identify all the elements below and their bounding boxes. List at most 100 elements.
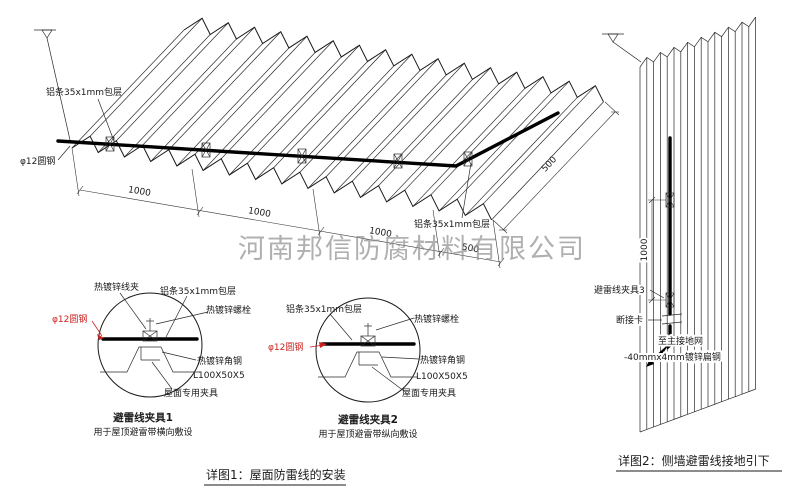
roof-dimension-side	[492, 101, 620, 234]
caption-detail1: 详图1：屋面防雷线的安装	[204, 467, 346, 486]
roof-front-edge	[71, 135, 492, 221]
caption-text: 详图1：屋面防雷线的安装	[206, 467, 346, 482]
bolt-label: 热镀锌螺栓	[414, 313, 459, 325]
dim-label: 1000	[640, 238, 650, 261]
ridge-line	[229, 56, 342, 176]
wall-corrugated-sheet	[639, 16, 756, 433]
bolt-label: 热镀锌螺栓	[206, 304, 251, 316]
clamp-label: 热镀锌线夹	[94, 281, 139, 293]
alu-strip-label: 铝条35x1mm包层	[160, 285, 236, 297]
red-arrow-icon	[319, 342, 327, 348]
ridge-line	[124, 38, 237, 158]
wire-clamp	[393, 153, 403, 169]
ridge-line	[378, 67, 491, 186]
roof-corrugated-sheet	[71, 17, 604, 221]
roof-clamp-label: 屋面专用夹具	[402, 387, 456, 399]
ridge-line	[404, 71, 517, 191]
clamp3-label: 避雷线夹具3	[594, 284, 645, 296]
ridge-line	[333, 74, 447, 194]
ridge-line	[465, 97, 578, 216]
ridge-line	[273, 49, 386, 168]
wire-clamp	[297, 148, 307, 164]
roof-dimension-chain	[71, 147, 505, 269]
dim-label: 500	[461, 243, 480, 256]
wire-clamp	[105, 136, 115, 152]
detail2-title: 避雷线夹具2	[337, 413, 398, 426]
wire-clamp	[105, 136, 115, 152]
angle-steel-label: 热镀锌角钢	[420, 354, 465, 366]
round-steel-label: φ12圆钢	[52, 313, 87, 325]
watermark: 河南邦信防腐材料有限公司	[238, 234, 586, 265]
caption-detail2: 详图2：侧墙避雷线接地引下	[616, 453, 782, 472]
wire-clamp	[665, 292, 675, 308]
ridge-line	[220, 40, 334, 159]
ridge-line	[281, 65, 395, 185]
ridge-line	[386, 83, 499, 203]
ridge-line	[142, 26, 255, 146]
ridge-line	[168, 31, 282, 150]
wall-top-edge	[639, 16, 756, 68]
detail1-subtitle: 用于屋顶避雷带横向敷设	[93, 426, 192, 438]
wire-clamp	[393, 153, 403, 169]
detail-circle-1: 热镀锌线夹 铝条35x1mm包层 热镀锌螺栓 φ12圆钢 热镀锌角钢 L100X…	[52, 281, 251, 438]
elevation-mark-icon	[602, 33, 642, 63]
ridge-line	[299, 53, 413, 173]
wire-clamp	[665, 192, 675, 208]
ridge-line	[176, 47, 290, 167]
dim-label: 500	[540, 155, 559, 175]
detail1-title: 避雷线夹具1	[112, 411, 173, 424]
alu-strip-label: 铝条35x1mm包层	[414, 218, 490, 230]
ridge-line	[430, 76, 544, 195]
ridge-line	[491, 101, 604, 221]
ridge-line	[194, 35, 308, 155]
to-ground-label: 至主接地网	[658, 335, 703, 347]
caption-text: 详图2：侧墙避雷线接地引下	[618, 453, 770, 468]
ridge-line	[71, 29, 185, 149]
angle-steel-label: 热镀锌角钢	[197, 355, 242, 367]
wire-clamp	[463, 151, 473, 167]
ridge-line	[255, 61, 368, 180]
flat-steel-label: -40mmx4mm镀锌扁钢	[624, 351, 721, 363]
dim-label: 1000	[368, 226, 393, 240]
wire-clamp	[201, 142, 211, 158]
ridge-line	[307, 70, 421, 189]
elevation-mark-icon	[34, 29, 71, 141]
wire-clamp	[463, 151, 473, 167]
ridge-line	[89, 18, 203, 137]
red-arrow-icon	[97, 334, 104, 340]
ridge-line	[483, 85, 596, 204]
detail2-subtitle: 用于屋顶避雷带纵向敷设	[318, 428, 417, 440]
ridge-line	[97, 34, 211, 153]
arrow-down-icon	[646, 359, 654, 367]
ridge-line	[325, 58, 439, 177]
angle-steel-spec: L100X50X5	[193, 371, 245, 381]
angle-steel-spec: L100X50X5	[416, 372, 468, 382]
detail-circle-2: 铝条35x1mm包层 热镀锌螺栓 φ12圆钢 热镀锌角钢 L100X50X5 屋…	[268, 297, 468, 440]
wall-labels: 避雷线夹具3 断接卡 至主接地网 -40mmx4mm镀锌扁钢	[592, 282, 723, 365]
wire-clamp	[201, 142, 211, 158]
alu-strip-label: 铝条35x1mm包层	[286, 303, 362, 315]
round-steel-label: φ12圆钢	[20, 155, 55, 167]
alu-strip-label: 铝条35x1mm包层	[46, 86, 122, 98]
ridge-line	[116, 22, 229, 141]
lightning-wire	[56, 111, 560, 168]
ridge-line	[412, 88, 526, 207]
dim-label: 1000	[127, 185, 152, 199]
wall-bottom-edge	[639, 388, 756, 433]
down-conductor	[646, 136, 683, 367]
ridge-line	[456, 80, 570, 200]
round-steel-label: φ12圆钢	[268, 341, 303, 353]
disconnect-label: 断接卡	[616, 314, 643, 326]
ridge-line	[247, 44, 360, 164]
ridge-line	[438, 92, 552, 212]
roof-wire-clamps	[105, 136, 473, 169]
roof-back-edge	[183, 17, 604, 103]
roof-clamp-label: 屋面专用夹具	[164, 387, 218, 399]
dim-label: 1000	[247, 206, 272, 220]
roof-labels: 铝条35x1mm包层 φ12圆钢 铝条35x1mm包层	[20, 86, 490, 230]
wire-clamp	[297, 148, 307, 164]
wall-dimension	[648, 196, 666, 304]
ridge-line	[360, 79, 473, 198]
